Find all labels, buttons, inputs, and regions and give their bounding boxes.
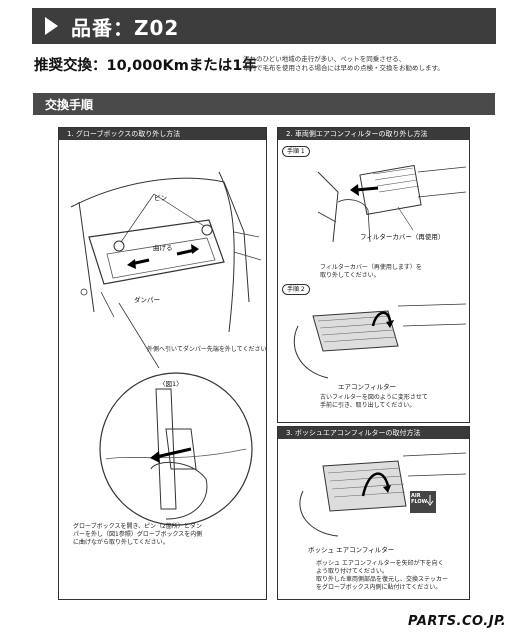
- step2-illustration: [293, 303, 467, 379]
- glovebox-illustration: [70, 171, 262, 333]
- parts-logo: PARTS.CO.JP.: [408, 614, 507, 629]
- recommended-replacement: 推奨交換：10,000Kmまたは1年: [34, 58, 257, 74]
- panel1-caption: グローブボックスを開き、ピン（2箇所）とダン パーを外し（図1参照）グローブボッ…: [73, 523, 202, 547]
- recommendation-note-line1: 汚れのひどい地域の走行が多い、ペットを同乗させる、: [243, 55, 406, 63]
- label-bosch-filter: ボッシュ エアコンフィルター: [308, 546, 395, 554]
- panel3-heading: 3. ボッシュエアコンフィルターの取付方法: [278, 427, 469, 439]
- label-ac-filter: エアコンフィルター: [338, 383, 397, 391]
- panel3-caption-line2: よう取り付けてください。: [316, 568, 388, 575]
- step2-caption: 古いフィルターを図のように変形させて 手前に引き、取り出してください。: [320, 394, 428, 410]
- damper-instruction: 外側へ引いてダンパー先端を外してください。: [147, 346, 267, 353]
- panel1-caption-line3: に曲げながら取り外してください。: [73, 539, 169, 546]
- step1-caption-line1: フィルターカバー（再使用します）を: [320, 264, 422, 271]
- panel1-caption-line2: パーを外し（図1参照）グローブボックスを内側: [73, 531, 203, 538]
- panel3-caption-line1: ボッシュ エアコンフィルターを矢印が下を向く: [316, 560, 444, 567]
- recommendation-note-line2: 車内で毛布を使用される場合には早めの点検・交換をお勧めします。: [243, 64, 444, 72]
- airflow-line1: AIR: [411, 493, 421, 499]
- panel-filter-removal: 2. 車両側エアコンフィルターの取り外し方法 手順 1 フィルターカバー（再使用…: [277, 127, 470, 423]
- step2-tag: 手順 2: [282, 284, 310, 295]
- label-filter-cover: フィルターカバー（再使用）: [360, 233, 445, 241]
- section-header: 交換手順: [33, 93, 495, 115]
- product-code-title: 品番：Z02: [71, 15, 180, 40]
- section-title: 交換手順: [45, 98, 94, 112]
- step1-caption: フィルターカバー（再使用します）を 取り外してください。: [320, 264, 422, 280]
- play-triangle-icon: [45, 17, 58, 35]
- label-damper: ダンパー: [134, 296, 160, 304]
- panel3-caption-line4: をグローブボックス内側に貼付けてください。: [316, 584, 442, 591]
- panel1-heading: 1. グローブボックスの取り外し方法: [59, 128, 266, 140]
- figure1-label: 〈図1〉: [159, 380, 183, 388]
- airflow-line2: FLOW: [411, 499, 428, 505]
- label-pin: ピン: [154, 194, 167, 202]
- airflow-badge: AIR FLOW: [411, 493, 427, 505]
- step2-caption-line1: 古いフィルターを図のように変形させて: [320, 394, 428, 401]
- step1-caption-line2: 取り外してください。: [320, 272, 380, 279]
- panel1-caption-line1: グローブボックスを開き、ピン（2箇所）とダン: [73, 523, 202, 530]
- panel3-caption-line3: 取り外した車両側部品を復元し、交換ステッカー: [316, 576, 449, 583]
- panel-glovebox-removal: 1. グローブボックスの取り外し方法 ピン 曲げる ダンパー 外側へ引いてダンパ…: [58, 127, 267, 600]
- step1-tag: 手順 1: [282, 146, 310, 157]
- install-illustration: [299, 452, 467, 537]
- title-bar: 品番：Z02: [32, 8, 496, 44]
- step2-caption-line2: 手前に引き、取り出してください。: [320, 402, 416, 409]
- recommendation-note: 汚れのひどい地域の走行が多い、ペットを同乗させる、 車内で毛布を使用される場合に…: [243, 55, 444, 73]
- panel-bosch-install: 3. ボッシュエアコンフィルターの取付方法 AIR FLOW ボッシュ エアコン…: [277, 426, 470, 600]
- panel3-caption: ボッシュ エアコンフィルターを矢印が下を向く よう取り付けてください。 取り外し…: [316, 560, 448, 592]
- panel2-heading: 2. 車両側エアコンフィルターの取り外し方法: [278, 128, 469, 140]
- callout-line: [118, 303, 160, 369]
- figure1-detail: [99, 372, 253, 526]
- label-bend: 曲げる: [153, 244, 173, 252]
- step1-illustration: [317, 164, 467, 243]
